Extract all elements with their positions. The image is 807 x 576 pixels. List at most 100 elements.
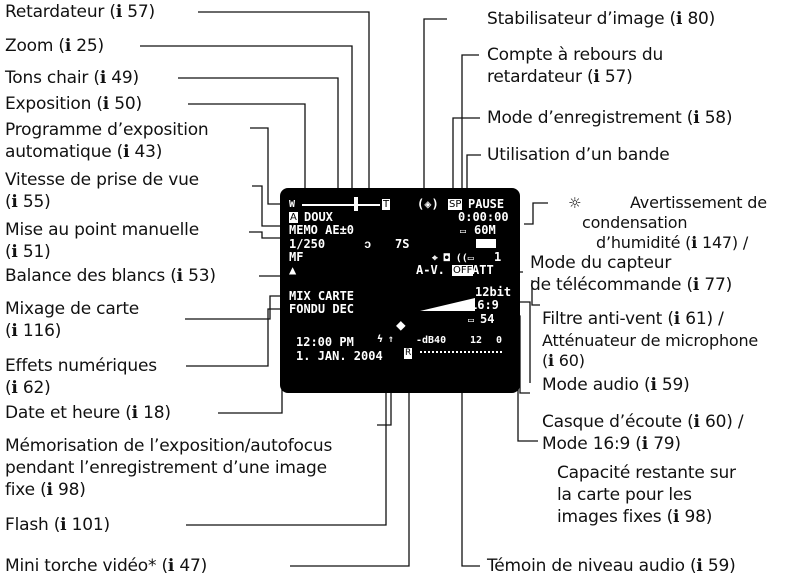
leader-filtre — [531, 280, 540, 306]
label-programme-1: Programme d’exposition — [5, 120, 209, 140]
skin-tone: DOUX — [304, 210, 333, 224]
label-avert-2: condensation — [582, 213, 688, 232]
headphone-ratio: 16:9 — [470, 298, 499, 312]
zoom-position — [354, 197, 358, 211]
manual-focus: MF — [289, 250, 304, 264]
label-mixage-2: (ℹ 116) — [5, 321, 62, 341]
date: 1. JAN. 2004 — [296, 349, 383, 363]
label-mixage-1: Mixage de carte — [5, 299, 140, 319]
leader-torche — [290, 336, 410, 567]
label-torche: Mini torche vidéo* (ℹ 47) — [5, 556, 208, 576]
label-memo-1: Mémorisation de l’exposition/autofocus — [5, 436, 333, 456]
leader-mise-au-point — [249, 231, 283, 239]
af-lock-icon: ◆ — [396, 315, 406, 334]
label-effets-1: Effets numériques — [5, 356, 157, 376]
label-casque-1: Casque d’écoute (ℹ 60) / — [542, 412, 744, 432]
label-tons-chair: Tons chair (ℹ 49) — [5, 68, 139, 88]
label-filtre-3: (ℹ 60) — [542, 351, 585, 370]
level-0: 0 — [496, 335, 503, 346]
condensation-icon: ☼ — [568, 194, 582, 212]
fondu-dec: FONDU DEC — [289, 302, 355, 316]
label-stabilisateur: Stabilisateur d’image (ℹ 80) — [487, 9, 716, 29]
label-capacite-2: la carte pour les — [557, 485, 692, 505]
leader-tons-chair — [178, 77, 339, 215]
shutter-speed: 1/250 — [289, 237, 326, 251]
label-memo-3: fixe (ℹ 98) — [5, 480, 86, 500]
self-timer-icon: ↄ — [364, 237, 372, 251]
countdown: 7S — [395, 237, 410, 251]
lcd-screen: W T (◈) SP PAUSE A DOUX 0:00:00 MEMO AE±… — [280, 188, 520, 393]
label-date-heure: Date et heure (ℹ 18) — [5, 403, 171, 423]
label-capteur-2: de télécommande (ℹ 77) — [530, 275, 733, 295]
label-filtre-1: Filtre anti-vent (ℹ 61) / — [542, 309, 724, 329]
label-compte-1: Compte à rebours du — [487, 45, 664, 65]
label-exposition: Exposition (ℹ 50) — [5, 94, 142, 114]
db-label: -dB40 — [416, 335, 447, 346]
leader-mode-audio — [518, 301, 531, 383]
off-badge: OFF — [452, 265, 474, 276]
audio-level-meter — [420, 351, 502, 356]
time: 12:00 PM — [296, 335, 354, 349]
remote-mode: 1 — [494, 250, 502, 264]
label-mode-audio: Mode audio (ℹ 59) — [542, 375, 690, 395]
label-flash: Flash (ℹ 101) — [5, 515, 110, 535]
label-compte-2: retardateur (ℹ 57) — [487, 67, 633, 87]
mix-carte: MIX CARTE — [289, 289, 355, 303]
label-capteur-1: Mode du capteur — [530, 253, 672, 273]
leader-flash — [186, 352, 387, 526]
zoom-w: W — [289, 199, 296, 210]
leader-mixage — [185, 295, 284, 320]
flash-icon: ϟ — [377, 334, 384, 345]
label-vitesse-1: Vitesse de prise de vue — [5, 170, 199, 190]
label-balance: Balance des blancs (ℹ 53) — [5, 266, 216, 286]
timecode: 0:00:00 — [458, 210, 509, 224]
zoom-bar — [302, 204, 380, 206]
label-capacite-3: images fixes (ℹ 98) — [557, 507, 713, 527]
label-vitesse-2: (ℹ 55) — [5, 192, 51, 212]
label-zoom: Zoom (ℹ 25) — [5, 36, 104, 56]
leader-avert — [524, 202, 548, 225]
remote-sensor-icons: ⌖ ◘ ((▭ — [432, 253, 474, 264]
memo-exposure: MEMO AE±0 — [289, 223, 355, 237]
card-count: 54 — [480, 312, 495, 326]
torch-icon: ⇑ — [388, 334, 395, 345]
leader-programme — [250, 127, 289, 205]
card-icon: ▭ — [468, 315, 475, 326]
label-retardateur: Retardateur (ℹ 57) — [5, 2, 155, 22]
level-12: 12 — [470, 335, 483, 346]
label-programme-2: automatique (ℹ 43) — [5, 142, 163, 162]
audio-ramp-icon — [420, 298, 475, 311]
leader-exposition — [188, 103, 306, 218]
program-icon: A — [289, 212, 298, 223]
label-capacite-1: Capacité restante sur — [557, 463, 736, 483]
audio-meter-icon: R — [404, 348, 413, 359]
label-mise-au-point-1: Mise au point manuelle — [5, 220, 199, 240]
label-mode-enreg: Mode d’enregistrement (ℹ 58) — [487, 108, 733, 128]
white-balance-icon: ▲ — [289, 263, 297, 277]
label-avert-1: Avertissement de — [630, 193, 767, 212]
label-effets-2: (ℹ 62) — [5, 378, 51, 398]
leader-date — [218, 351, 283, 414]
leader-vitesse — [252, 185, 287, 227]
leader-temoin — [461, 362, 480, 567]
leader-utilisation — [466, 154, 481, 202]
pause-status: PAUSE — [468, 197, 505, 211]
tape-remaining: 60M — [474, 223, 496, 237]
leader-zoom — [140, 45, 353, 208]
audio-bit: 12bit — [475, 285, 512, 299]
label-filtre-2: Atténuateur de microphone — [542, 331, 759, 350]
stabilizer-icon: (◈) — [417, 197, 439, 211]
rec-mode: SP — [448, 199, 463, 210]
leader-effets — [186, 308, 284, 367]
battery-icon — [476, 239, 496, 248]
label-temoin: Témoin de niveau audio (ℹ 59) — [487, 556, 736, 576]
att-label: ATT — [472, 263, 494, 277]
leader-stabilisateur — [423, 18, 447, 205]
label-avert-3: d’humidité (ℹ 147) / — [596, 233, 749, 252]
av-label: A-V. — [416, 263, 445, 277]
label-utilisation: Utilisation d’un bande — [487, 145, 670, 165]
zoom-t: T — [382, 199, 391, 210]
label-casque-2: Mode 16:9 (ℹ 79) — [542, 434, 681, 454]
label-mise-au-point-2: (ℹ 51) — [5, 242, 51, 262]
leader-mode-enreg — [452, 117, 480, 201]
